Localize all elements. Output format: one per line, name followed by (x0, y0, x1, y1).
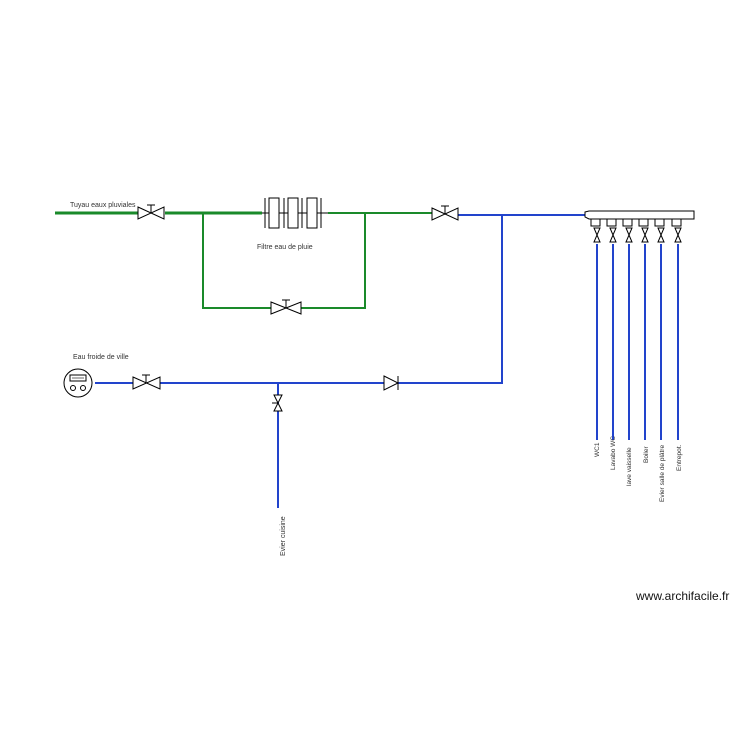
water-meter-icon (63, 368, 93, 398)
bypass-valve-icon[interactable] (270, 299, 302, 315)
outlet-label: lave vaisselle (626, 447, 633, 486)
rain-outlet-valve-icon[interactable] (431, 205, 459, 221)
kitchen-sink-label: Evier cuisine (280, 516, 287, 556)
riser-pipe (398, 216, 503, 384)
watermark-logo: www.archifacile.fr (636, 589, 730, 603)
city-water-valve-icon[interactable] (132, 374, 161, 390)
outlet-label: Lavabo WC (610, 436, 617, 470)
check-valve-icon (383, 375, 400, 391)
outlet-valve-entrepot-icon[interactable] (674, 227, 682, 243)
filter-bypass-pipe-return (301, 213, 366, 309)
city-water-network (95, 214, 679, 508)
city-water-label: Eau froide de ville (73, 354, 129, 361)
outlet-valve-boiler-icon[interactable] (641, 227, 649, 243)
rain-filter-label: Filtre eau de pluie (257, 244, 313, 251)
outlet-label: Entrepot. (676, 444, 683, 471)
outlet-valve-lave-vaisselle-icon[interactable] (625, 227, 633, 243)
rain-inlet-valve-icon[interactable] (137, 204, 165, 220)
kitchen-valve-icon[interactable] (272, 394, 283, 412)
rain-filter-icon (262, 197, 328, 229)
outlet-valve-evier-icon[interactable] (657, 227, 665, 243)
rain-pipe-label: Tuyau eaux pluviales (70, 202, 136, 209)
outlet-valve-wc1-icon[interactable] (593, 227, 601, 243)
outlet-valve-lavabo-wc-icon[interactable] (609, 227, 617, 243)
filter-bypass-pipe (202, 213, 271, 309)
collector-manifold (584, 210, 695, 227)
outlet-label: Boiler (643, 446, 650, 463)
outlet-label: WC1 (594, 442, 601, 457)
outlet-label: Evier salle de plâtre (659, 445, 666, 502)
rainwater-network (55, 211, 432, 309)
